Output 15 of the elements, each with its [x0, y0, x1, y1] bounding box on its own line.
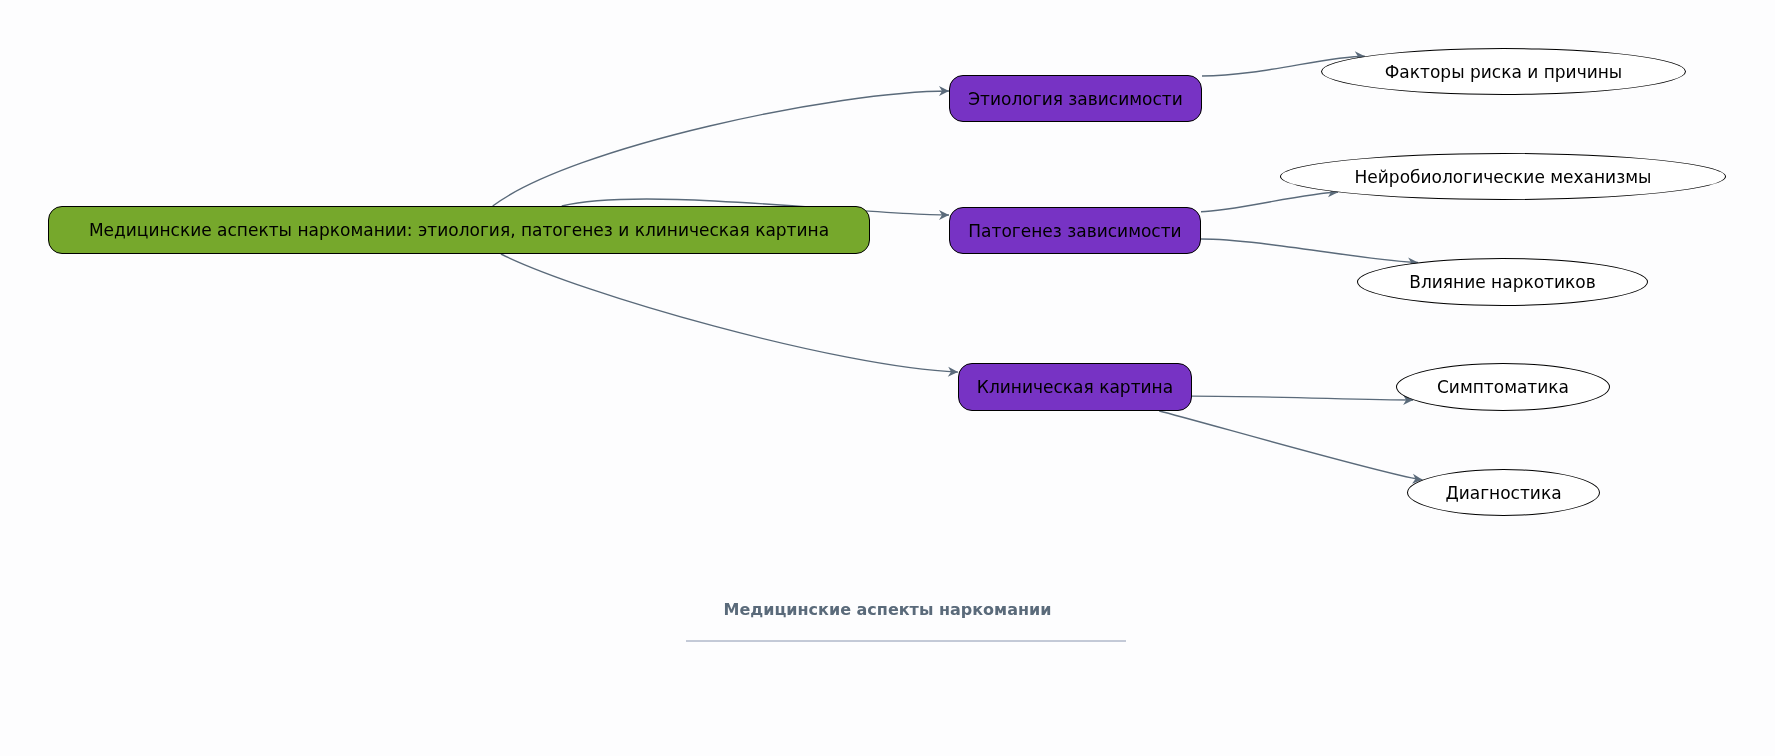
- arrow: [1158, 410, 1424, 484]
- ellipse-node: Нейробиологические механизмы: [1280, 153, 1726, 200]
- topic-box: Патогенез зависимости: [949, 207, 1201, 254]
- arrow: [500, 253, 959, 377]
- arrow: [1191, 394, 1414, 405]
- arrow: [492, 86, 950, 207]
- topic-box: Этиология зависимости: [949, 75, 1202, 122]
- topic-box: Медицинские аспекты наркомании: этиология, патогенез и клиническая картина: [48, 206, 870, 254]
- ellipse-node: Диагностика: [1407, 469, 1600, 516]
- ellipse-node: Влияние наркотиков: [1357, 258, 1648, 306]
- ellipse-node: Симптоматика: [1396, 363, 1610, 411]
- arrow: [1201, 51, 1366, 77]
- topic-box: Клиническая картина: [958, 363, 1192, 411]
- caption: Медицинские аспекты наркомании: [722, 600, 1053, 619]
- ellipse-node: Факторы риска и причины: [1321, 48, 1686, 95]
